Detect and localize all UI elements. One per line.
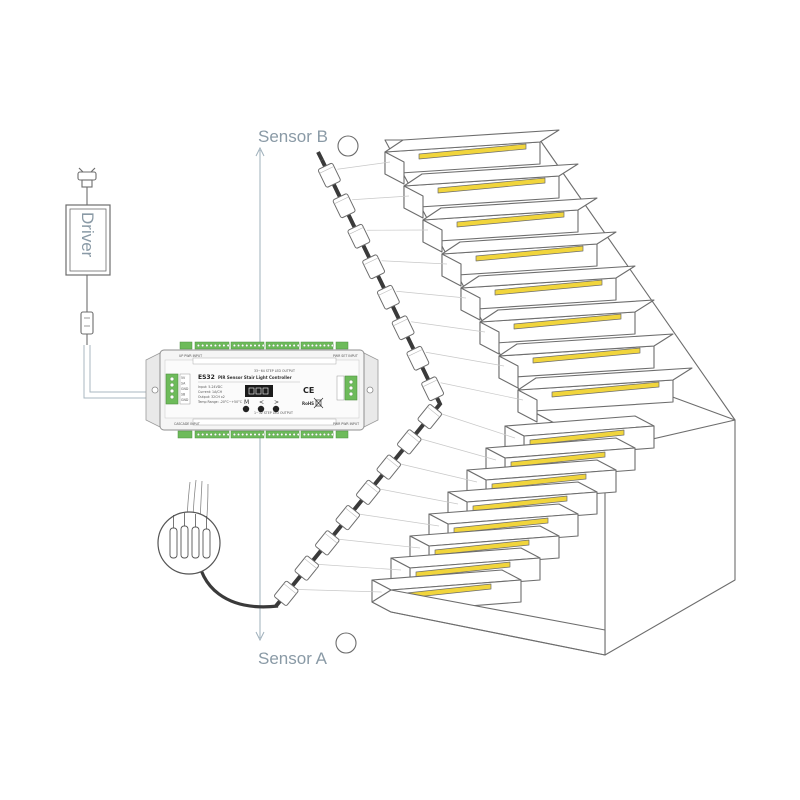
side-terminal-label: SA — [181, 382, 186, 386]
step-led-bar — [453, 517, 549, 534]
top-output-label: 33~64 STEP LED OUTPUT — [254, 369, 295, 373]
step-led-bar — [513, 313, 622, 330]
spec-line-2: Current: 1A/CH — [198, 390, 223, 394]
cable-clip — [317, 162, 341, 188]
upper-step — [460, 265, 636, 321]
weee-icon — [313, 397, 324, 409]
spec-line-4: Temp Range: -20°C~+50°C — [197, 400, 243, 404]
lower-wall — [371, 589, 606, 656]
cable-clips — [274, 162, 445, 606]
terminal-block — [335, 430, 349, 439]
cable-clip — [417, 404, 442, 430]
step-led-bar — [472, 495, 568, 512]
step-led-bar — [415, 561, 511, 578]
bottom-right-port-label: PWR PWR INPUT — [333, 422, 359, 426]
connector-magnifier — [157, 479, 221, 575]
cable-clip — [315, 530, 340, 556]
cable-clip — [347, 223, 371, 249]
driver-label: Driver — [78, 212, 97, 258]
driver-wires — [83, 345, 168, 399]
left-side-terminal — [165, 373, 191, 405]
controller: 33~64 STEP LED OUTPUT 1~32 STEP LED OUTP… — [145, 341, 379, 439]
right-side-terminal — [336, 375, 358, 401]
driver: Driver — [65, 167, 111, 345]
step-led-bar — [418, 143, 527, 160]
bottom-channel-labels — [192, 418, 337, 426]
sensor-a-label: Sensor A — [258, 649, 328, 668]
right-button[interactable] — [272, 405, 280, 413]
ce-mark: CE — [303, 386, 314, 395]
cable-clip — [406, 345, 430, 371]
strip-leader-lines — [294, 161, 524, 593]
top-right-port-label: PWR SET INPUT — [333, 354, 358, 358]
side-terminal-label: SB — [181, 393, 185, 397]
terminal-block — [179, 341, 193, 350]
button-label-m: M — [244, 399, 249, 406]
cable-clip — [391, 315, 415, 341]
terminal-block — [177, 430, 193, 439]
upper-step — [441, 231, 617, 287]
bottom-terminal-blocks — [177, 430, 349, 439]
step-led-bar — [510, 451, 606, 468]
sensor-b-label: Sensor B — [258, 127, 328, 146]
side-terminal-label: GND — [181, 398, 189, 402]
button-label-left: < — [259, 399, 264, 406]
side-terminal-label: 5V — [181, 376, 186, 380]
step-led-bar — [434, 539, 530, 556]
spec-line-3: Output: 32CH x2 — [198, 395, 225, 399]
m-button[interactable] — [242, 405, 250, 413]
step-led-bar — [491, 473, 587, 490]
cable-clip — [356, 479, 381, 505]
button-label-right: > — [274, 399, 279, 406]
spec-line-1: Input: 5-24VDC — [198, 385, 223, 389]
cable-clip — [332, 193, 356, 219]
top-terminal-blocks — [179, 341, 349, 350]
step-led-bar — [529, 429, 625, 446]
terminal-block — [335, 341, 349, 350]
top-channel-labels — [192, 357, 337, 365]
top-left-port-label: UP PWR INPUT — [179, 354, 202, 358]
sensor-b-icon — [337, 135, 359, 157]
bottom-left-port-label: CASCADE INPUT — [174, 422, 200, 426]
upper-step — [517, 367, 693, 423]
upper-step — [422, 197, 598, 253]
controller-model: ES32 — [198, 374, 215, 381]
upper-step — [384, 129, 560, 185]
step-led-bar — [437, 177, 546, 194]
cable-clip — [376, 454, 401, 480]
step-led-bar — [494, 279, 603, 296]
left-button[interactable] — [257, 405, 265, 413]
cable-clip — [335, 505, 360, 531]
cable-clip — [376, 284, 400, 310]
sensor-a-icon — [335, 632, 357, 654]
upper-step — [403, 163, 579, 219]
cable-clip — [362, 254, 386, 280]
step-led-bar — [475, 245, 584, 262]
controller-title: PIR Sensor Stair Light Controller — [218, 375, 292, 380]
side-terminal-label: GND — [181, 387, 189, 391]
cable-clip — [397, 429, 422, 455]
rohs-mark: RoHS — [302, 401, 314, 406]
step-led-bar — [456, 211, 565, 228]
bottom-output-label: 1~32 STEP LED OUTPUT — [254, 411, 293, 415]
cable-clip — [274, 580, 299, 606]
staircase — [371, 129, 736, 656]
upper-step — [479, 299, 655, 355]
upper-step — [498, 333, 674, 389]
step-led-bar — [551, 381, 660, 398]
cable-clip — [294, 555, 319, 581]
cable-clip — [421, 376, 445, 402]
step-led-bar — [532, 347, 641, 364]
